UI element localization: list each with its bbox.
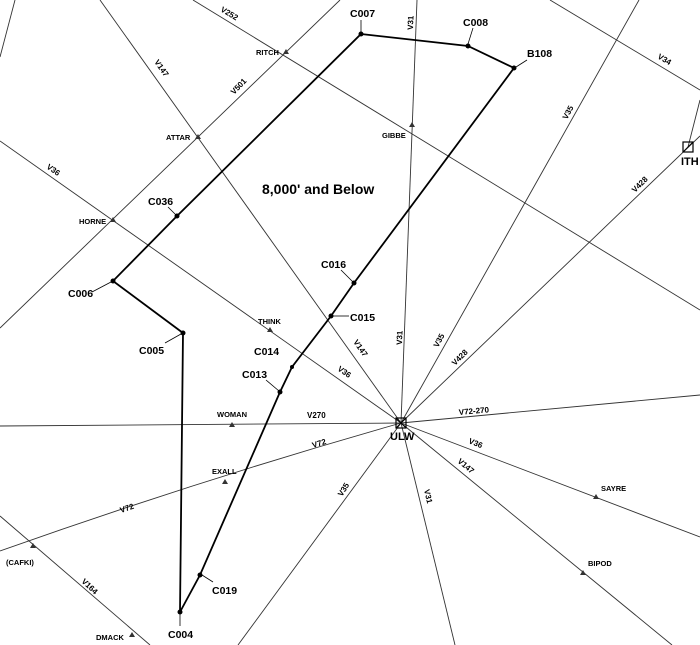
waypoint-c005: C005 xyxy=(139,345,164,357)
waypoint-c014: C014 xyxy=(254,346,279,358)
fix-marker-sayre xyxy=(593,494,599,499)
fix-marker-horne xyxy=(110,217,116,222)
fix-marker-cafki xyxy=(30,543,36,548)
airway-v36-west xyxy=(0,140,402,424)
waypoint-c019: C019 xyxy=(212,585,237,597)
airway-v35-sw xyxy=(237,422,402,645)
fix-marker-woman xyxy=(229,422,235,427)
waypoint-c004: C004 xyxy=(168,629,193,641)
waypoint-c016: C016 xyxy=(321,259,346,271)
airway-v31-north xyxy=(400,0,418,424)
airway-v252 xyxy=(192,0,700,311)
fix-bipod: BIPOD xyxy=(588,559,612,568)
fix-cafki: (CAFKI) xyxy=(6,558,34,567)
navaid-ulw: ULW xyxy=(390,417,415,443)
route-points xyxy=(110,31,517,615)
fix-sayre: SAYRE xyxy=(601,484,626,493)
airway-label-v35-sw: V35 xyxy=(336,481,351,498)
leader-lines xyxy=(91,20,528,626)
navaid-label-ulw: ULW xyxy=(390,431,415,443)
fix-think: THINK xyxy=(258,317,281,326)
airway-v147-se xyxy=(400,422,673,645)
airway-top-left xyxy=(0,0,16,58)
waypoint-c013: C013 xyxy=(242,369,267,381)
waypoint-c008: C008 xyxy=(463,17,488,29)
waypoint-labels: C007 C008 B108 C036 C006 C005 C016 C015 … xyxy=(68,8,552,641)
airway-label-v72-west: V72 xyxy=(119,502,136,515)
airway-label-v36-mid: V36 xyxy=(336,364,353,380)
chart-title: 8,000' and Below xyxy=(262,181,374,197)
vortac-icon xyxy=(682,141,694,153)
airway-label-v31-south: V31 xyxy=(422,488,434,504)
navaid-label-ith: ITH xyxy=(681,156,699,168)
airway-v72-270-east xyxy=(400,394,700,424)
waypoint-c015: C015 xyxy=(350,312,375,324)
fix-marker-dmack xyxy=(129,632,135,637)
waypoint-c036: C036 xyxy=(148,196,173,208)
waypoint-b108: B108 xyxy=(527,48,552,60)
airway-label-v36-west: V36 xyxy=(45,162,62,178)
fix-marker-gibbe xyxy=(409,122,415,127)
fix-marker-attar xyxy=(195,134,201,139)
airway-label-v31-north: V31 xyxy=(406,15,416,30)
airway-label-v36-east: V36 xyxy=(467,437,484,451)
airway-v164 xyxy=(0,515,151,645)
fix-labels: RITCH ATTAR HORNE GIBBE THINK WOMAN EXAL… xyxy=(6,48,626,642)
fix-exall: EXALL xyxy=(212,467,237,476)
fix-horne: HORNE xyxy=(79,217,106,226)
waypoint-c006: C006 xyxy=(68,288,93,300)
vortac-icon xyxy=(395,417,407,429)
airway-v36-east xyxy=(400,422,700,538)
airway-v72-west xyxy=(0,422,402,552)
fix-marker-ritch xyxy=(283,49,289,54)
airway-label-v147-nw: V147 xyxy=(152,58,170,79)
airway-v31-south xyxy=(400,422,456,645)
airway-label-v428-ne: V428 xyxy=(630,174,650,194)
airway-v34 xyxy=(549,0,700,91)
route-boundary xyxy=(111,33,516,613)
fix-marker-think xyxy=(267,327,273,332)
airway-label-v252: V252 xyxy=(219,5,240,23)
airway-label-v35-ne: V35 xyxy=(561,104,576,121)
fix-marker-bipod xyxy=(580,570,586,575)
airway-label-v270: V270 xyxy=(307,411,326,420)
airway-ith-north xyxy=(687,99,700,148)
airway-label-v147-mid: V147 xyxy=(351,338,369,359)
fix-ritch: RITCH xyxy=(256,48,279,57)
fix-woman: WOMAN xyxy=(217,410,247,419)
airway-label-v72-mid: V72 xyxy=(311,437,328,450)
airway-label-v501: V501 xyxy=(229,76,249,96)
airway-v428 xyxy=(400,135,700,424)
fix-marker-exall xyxy=(222,479,228,484)
fix-dmack: DMACK xyxy=(96,633,124,642)
airway-label-v72-270: V72-270 xyxy=(458,405,489,417)
airway-label-v147-se: V147 xyxy=(456,457,477,476)
fix-markers xyxy=(30,49,599,637)
airway-label-v31-mid: V31 xyxy=(395,330,405,345)
fix-gibbe: GIBBE xyxy=(382,131,406,140)
airway-v501 xyxy=(0,0,341,329)
airway-label-v428-mid: V428 xyxy=(450,347,470,367)
airway-v270-west xyxy=(0,422,402,427)
navaid-ith: ITH xyxy=(681,141,699,168)
airway-v147-nw xyxy=(99,0,402,424)
waypoint-c007: C007 xyxy=(350,8,375,20)
airway-v35-ne xyxy=(400,0,640,424)
fix-attar: ATTAR xyxy=(166,133,191,142)
